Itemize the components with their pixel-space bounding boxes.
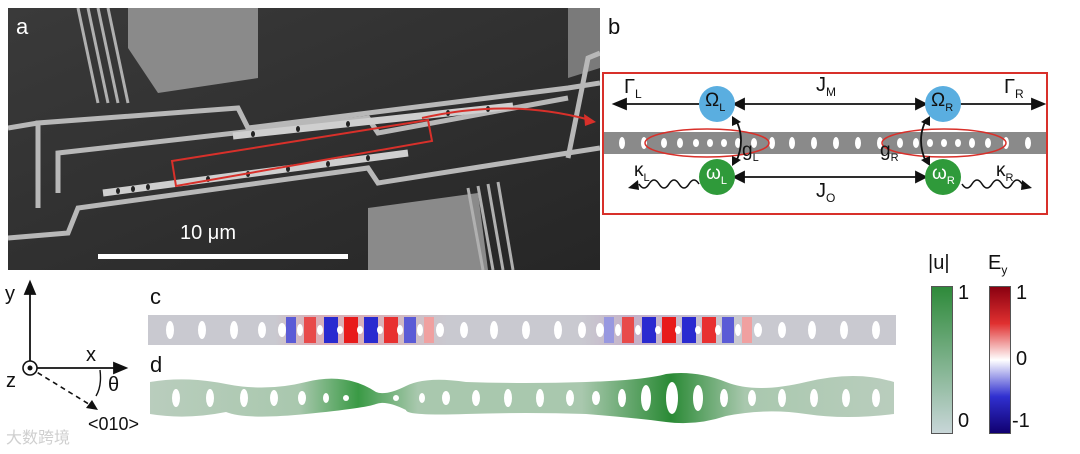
J-O-label: JO	[816, 180, 836, 205]
colorbar-u-min: 0	[958, 410, 970, 432]
watermark: 大数跨境	[6, 430, 71, 447]
panel-label-d: d	[150, 352, 163, 377]
schematic-drawing	[604, 86, 1046, 195]
theta-label: θ	[108, 374, 120, 396]
direction-label: <010>	[88, 414, 140, 434]
field-map-c	[148, 315, 896, 345]
kappa-L-label: κL	[634, 160, 650, 184]
colorbar-E-mid: 0	[1016, 348, 1028, 370]
coordinate-axes	[22, 279, 129, 410]
gamma-left-label: ΓL	[624, 76, 642, 101]
colorbar-u-title: |u|	[928, 252, 950, 274]
schematic-frame: ΓL ΓR JM JO ΩL ΩR ωL ωR gL gR κL κR	[602, 72, 1048, 215]
axis-z-label: z	[6, 370, 16, 392]
colorbar-E-title: Ey	[988, 252, 1008, 277]
sem-image	[8, 8, 600, 270]
panel-label-a: a	[16, 14, 29, 39]
Omega-L-label: ΩL	[705, 90, 726, 114]
panel-label-c: c	[150, 284, 161, 309]
sem-device-drawing	[8, 8, 600, 270]
gamma-right-label: ΓR	[1004, 76, 1024, 101]
panel-label-b: b	[608, 14, 621, 39]
J-M-label: JM	[816, 74, 836, 99]
g-R-label: gR	[880, 140, 899, 164]
colorbar-u-max: 1	[958, 282, 970, 304]
axis-y-label: y	[5, 283, 15, 305]
zoom-arrow	[421, 107, 596, 126]
scale-bar-label: 10 μm	[180, 222, 236, 244]
colorbar-E-min: -1	[1012, 410, 1030, 432]
colorbar-E-max: 1	[1016, 282, 1028, 304]
colorbar-u	[931, 286, 953, 434]
colorbar-E	[989, 286, 1011, 434]
axis-x-label: x	[86, 344, 96, 366]
displacement-map-d	[150, 373, 894, 424]
omega-R-label: ωR	[932, 163, 955, 187]
Omega-R-label: ΩR	[931, 90, 954, 114]
omega-L-label: ωL	[706, 163, 727, 187]
kappa-R-label: κR	[996, 160, 1014, 184]
g-L-label: gL	[742, 140, 759, 164]
